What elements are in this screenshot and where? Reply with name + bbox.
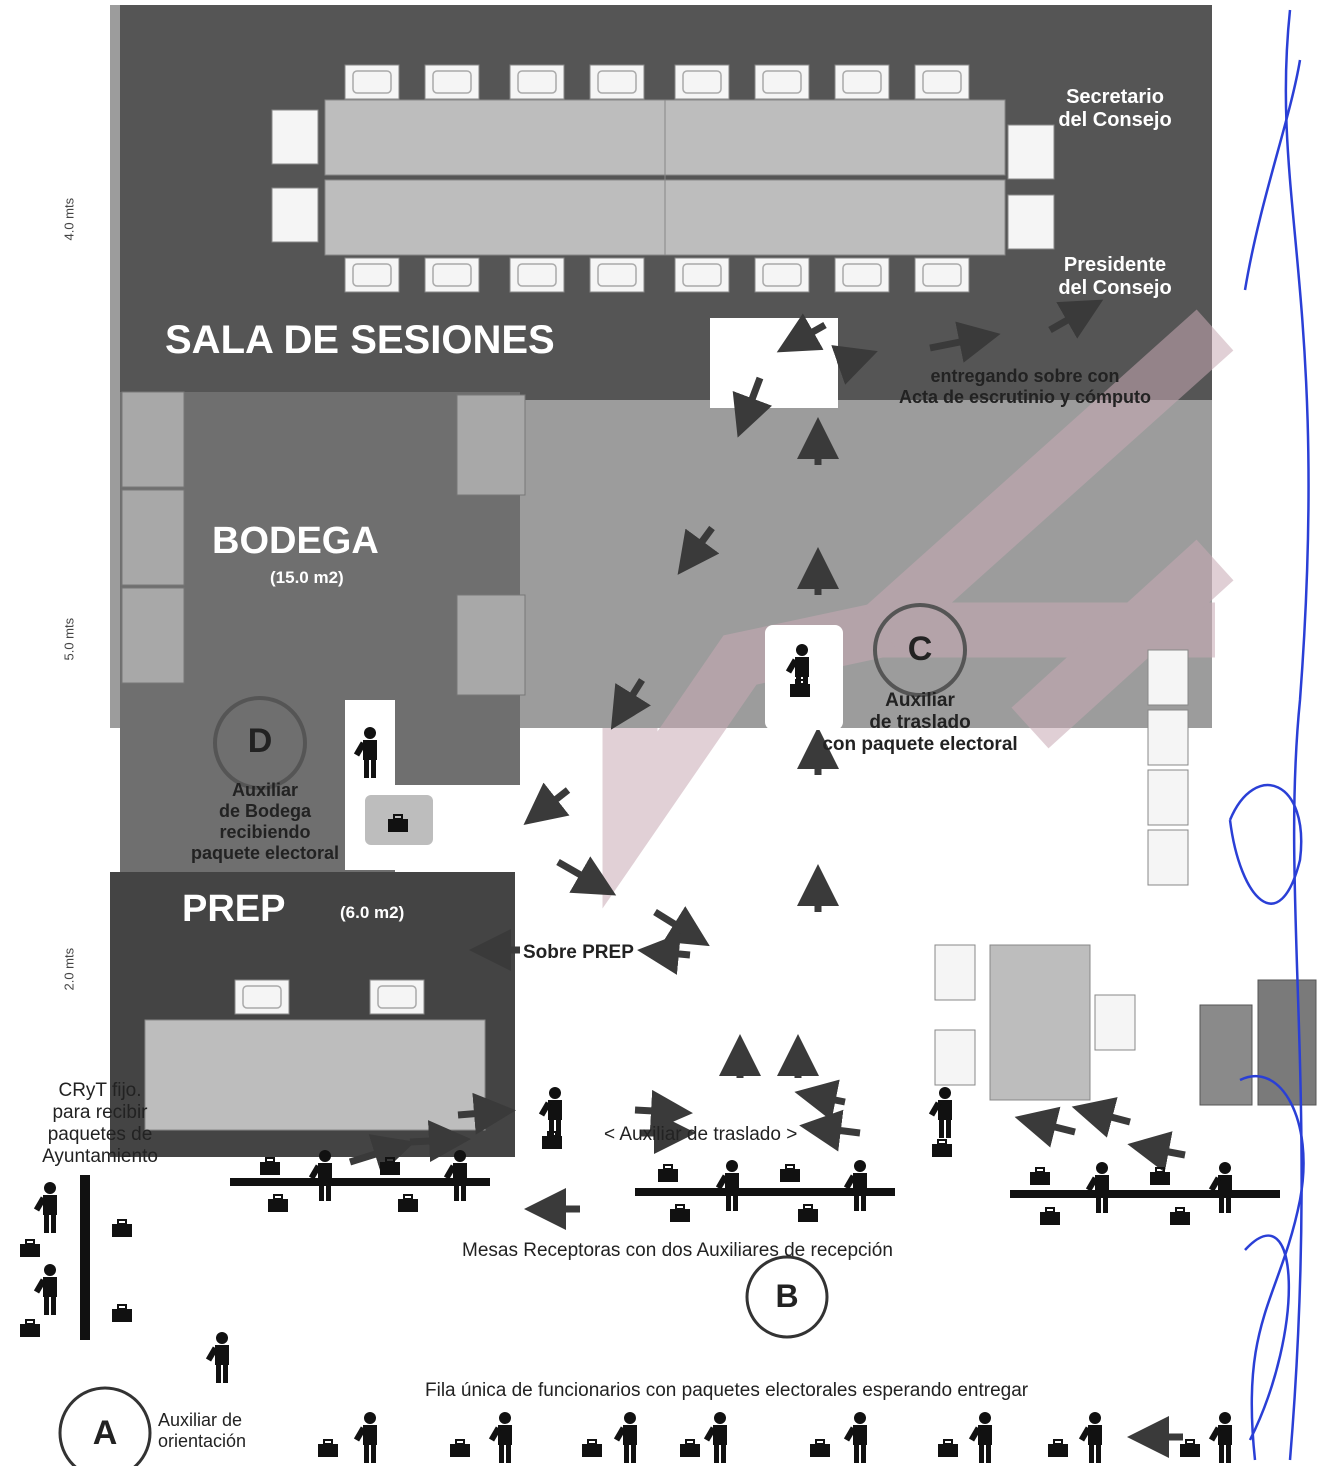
desk-right	[989, 944, 1091, 1101]
bodega-worker	[345, 700, 433, 870]
transport-worker-c	[765, 625, 843, 730]
main-door	[698, 1000, 828, 1100]
marker-circle-c	[873, 603, 967, 697]
auxiliar-traslado-label: < Auxiliar de traslado >	[604, 1124, 798, 1145]
flow-arrows	[348, 299, 1186, 1458]
marker-b-letter: B	[775, 1278, 799, 1314]
cryt-fixed	[19, 1175, 133, 1340]
dimension-middle: 5.0 mts	[61, 617, 77, 661]
marker-a-letter: A	[92, 1414, 118, 1452]
dimension-top: 4.0 mts	[61, 197, 77, 241]
orientation-worker	[205, 1332, 229, 1383]
marker-circle-b	[745, 1255, 829, 1339]
fila-label: Fila única de funcionarios con paquetes …	[425, 1380, 1029, 1401]
sala-title: SALA DE SESIONES	[165, 318, 555, 362]
waiting-queue	[317, 1412, 1232, 1463]
handwritten-signature	[1228, 9, 1310, 1461]
bodega-title: BODEGA	[212, 520, 379, 562]
bodega-shelves	[121, 391, 526, 696]
portable-toilets	[1199, 979, 1317, 1106]
mesas-label: Mesas Receptoras con dos Auxiliares de r…	[462, 1240, 893, 1261]
reception-tables	[230, 1150, 1280, 1226]
marker-circle-d	[213, 696, 307, 790]
circulation-path	[602, 309, 1234, 909]
prep-table	[144, 1019, 486, 1131]
marker-d-letter: D	[247, 722, 273, 760]
chairs-sides	[271, 109, 1055, 250]
sobre-prep-label: Sobre PREP	[523, 942, 634, 963]
right-chairs	[1147, 649, 1189, 886]
prep-title: PREP	[182, 888, 286, 930]
prep-area: (6.0 m2)	[340, 903, 405, 922]
bodega-area: (15.0 m2)	[270, 568, 344, 587]
session-table	[324, 99, 1006, 256]
dimension-bottom: 2.0 mts	[61, 947, 77, 991]
marker-circle-a	[58, 1386, 152, 1466]
marker-c-letter: C	[907, 630, 933, 668]
